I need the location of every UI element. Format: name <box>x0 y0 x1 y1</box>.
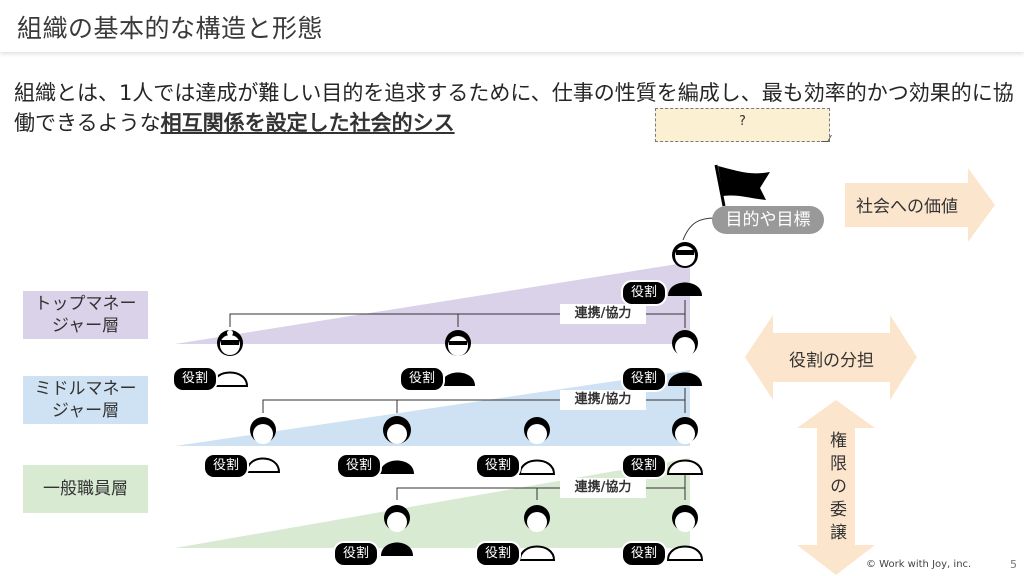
role-badge: 役割 <box>475 453 521 479</box>
person-icon-businessman <box>441 330 475 386</box>
cooperation-label-general: 連携/協力 <box>560 478 646 498</box>
flag-icon <box>714 164 770 207</box>
layer-label-top-line1: トップマネー <box>34 294 137 314</box>
connector-lines <box>229 217 716 500</box>
cooperation-label-top: 連携/協力 <box>560 304 646 324</box>
layer-label-middle-line2: ジャー層 <box>51 401 120 421</box>
definition-text: 組織とは、1人では達成が難しい目的を追求するために、仕事の性質を編成し、最も効率… <box>14 78 1014 138</box>
top-layer-wedge <box>175 262 690 344</box>
role-badge: 役割 <box>621 280 667 306</box>
role-badge: 役割 <box>621 541 667 567</box>
role-badge: 役割 <box>399 366 445 392</box>
delegation-label: 権限の委譲 <box>826 430 846 546</box>
role-division-label: 役割の分担 <box>789 351 874 371</box>
person-icon-doctor-headlamp <box>211 330 249 387</box>
layer-label-general: 一般職員層 <box>23 465 148 513</box>
role-badge: 役割 <box>336 453 382 479</box>
person-icon-nurse <box>245 417 281 473</box>
person-icon-director <box>668 242 702 296</box>
layer-label-middle-line1: ミドルマネー <box>34 379 137 399</box>
person-icon-nurse-long-hair <box>380 416 414 474</box>
role-badge: 役割 <box>203 453 249 479</box>
definition-emphasis: 相互関係を設定した社会的シス <box>160 111 455 135</box>
value-arrow-label: 社会への価値 <box>856 197 958 217</box>
value-arrow <box>845 168 995 242</box>
role-badge: 役割 <box>475 541 521 567</box>
role-badge: 役割 <box>621 366 667 392</box>
person-icon-nurse-ponytail <box>666 417 704 475</box>
layer-label-top-line2: ジャー層 <box>51 316 120 336</box>
definition-plain: 組織とは、1人では達成が難しい目的を追求するために、仕事の性質を編成し、最も効率… <box>14 81 1014 135</box>
page-title: 組織の基本的な構造と形態 <box>17 14 324 43</box>
role-badge: 役割 <box>333 541 379 567</box>
middle-layer-wedge <box>175 370 690 446</box>
role-badge: 役割 <box>172 366 218 392</box>
person-icon-staff-male <box>518 417 556 475</box>
page-number: 5 <box>1010 558 1017 571</box>
role-badge: 役割 <box>621 453 667 479</box>
goal-label: 目的や目標 <box>712 206 824 234</box>
person-icon-female-staff <box>381 505 413 556</box>
copyright: © Work with Joy, inc. <box>866 559 972 570</box>
delegation-arrow <box>797 400 875 575</box>
cooperation-label-middle: 連携/協力 <box>560 390 646 410</box>
layer-label-middle: ミドルマネー ジャー層 <box>23 376 148 424</box>
people <box>211 242 704 561</box>
layer-label-top: トップマネー ジャー層 <box>23 291 148 339</box>
person-icon-male-staff <box>666 505 704 561</box>
person-icon-nurse-young <box>518 505 556 561</box>
role-division-arrow <box>745 315 917 400</box>
hidden-answer-box[interactable]: ? <box>655 108 830 142</box>
person-icon-head-nurse <box>668 330 702 386</box>
title-bar: 組織の基本的な構造と形態 <box>0 0 1024 52</box>
